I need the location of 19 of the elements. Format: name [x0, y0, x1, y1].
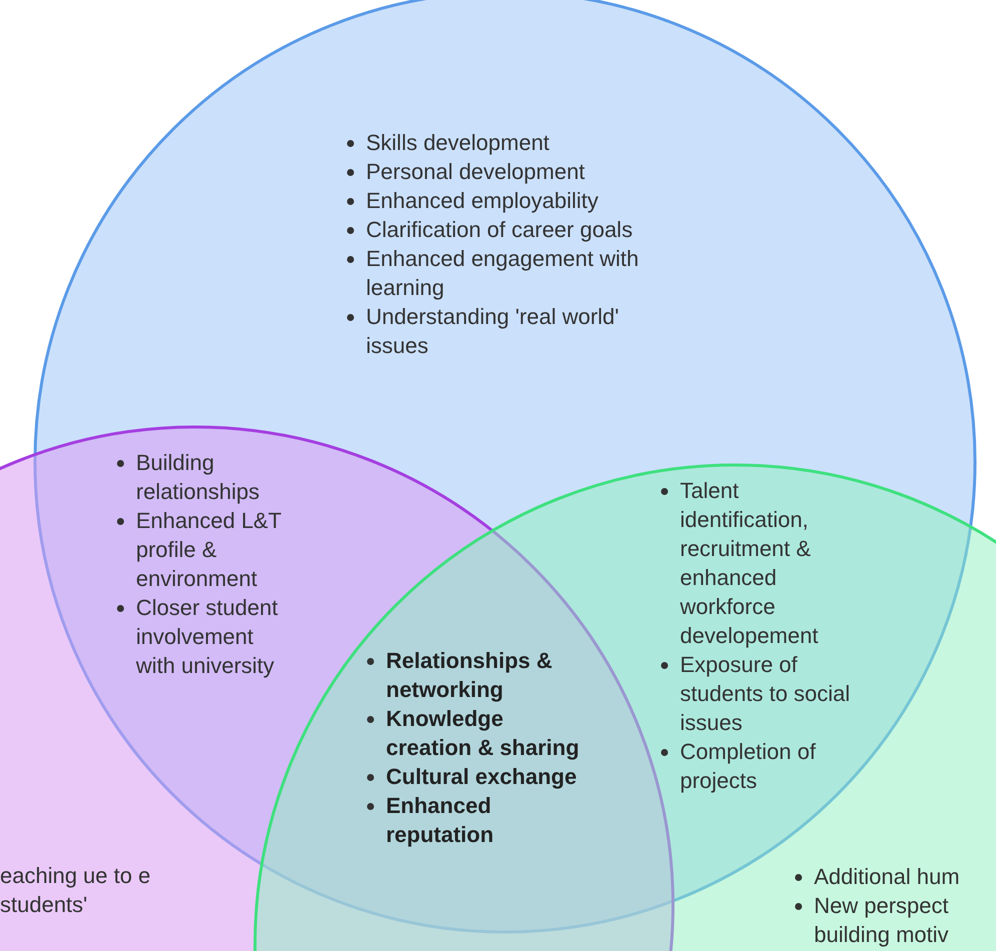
- bullet-text: Enhanced employability: [366, 188, 598, 213]
- bullet-text: Knowledge creation & sharing: [386, 706, 580, 760]
- bullet-text: Talent identification, recruitment & enhanced workforce developement: [680, 478, 818, 648]
- bullet-text: Understanding 'real world' issues: [366, 304, 619, 358]
- bullet-text: Personal development: [366, 159, 585, 184]
- bullet-text: Additional hum: [814, 864, 960, 889]
- bullet-text: Completion of projects: [680, 739, 816, 793]
- bullet-text: Closer student involvement with university: [136, 595, 278, 678]
- bullet-text: Cultural exchange: [386, 764, 577, 789]
- bullet-text: eaching ue to e students': [0, 863, 150, 917]
- bullet-text: Clarification of career goals: [366, 217, 633, 242]
- bullet-text: New perspect building motiv: [814, 893, 949, 947]
- bullet-text: Enhanced engagement with learning: [366, 246, 639, 300]
- bullet-text: Building relationships: [136, 450, 260, 504]
- bullet-text: Skills development: [366, 130, 550, 155]
- bullet-text: Exposure of students to social issues: [680, 652, 850, 735]
- bullet-text: Relationships & networking: [386, 648, 552, 702]
- bullet-text: Enhanced reputation: [386, 793, 494, 847]
- bullet-text: Enhanced L&T profile & environment: [136, 508, 282, 591]
